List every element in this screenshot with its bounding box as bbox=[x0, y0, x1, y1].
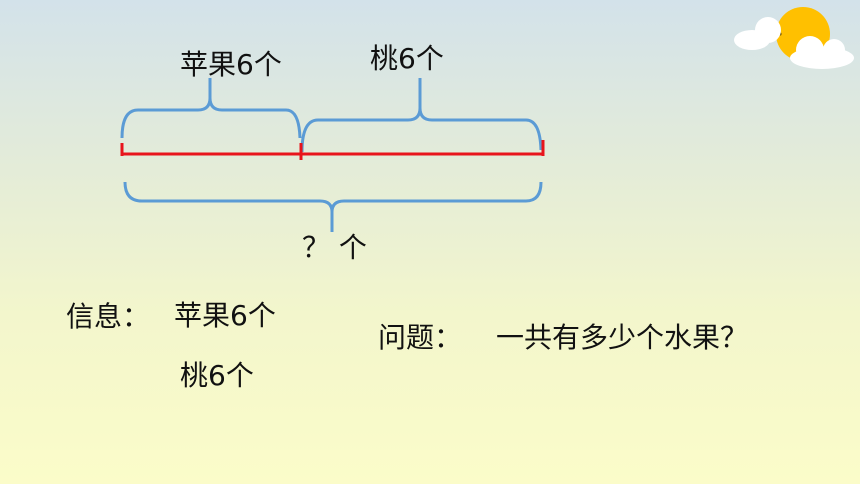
peach-label: 桃6个 bbox=[370, 42, 444, 75]
info-heading: 信息： bbox=[66, 300, 151, 333]
info-apple: 苹果6个 bbox=[174, 299, 276, 332]
cloud-icon bbox=[734, 17, 854, 69]
peach-brace bbox=[300, 78, 543, 153]
question-heading: 问题： bbox=[378, 321, 463, 354]
question-text: 一共有多少个水果？ bbox=[496, 321, 749, 354]
apple-brace bbox=[120, 78, 302, 139]
total-brace bbox=[123, 181, 543, 232]
apple-label: 苹果6个 bbox=[180, 48, 282, 81]
total-label: ？ 个 bbox=[302, 231, 367, 264]
info-peach: 桃6个 bbox=[180, 359, 254, 392]
